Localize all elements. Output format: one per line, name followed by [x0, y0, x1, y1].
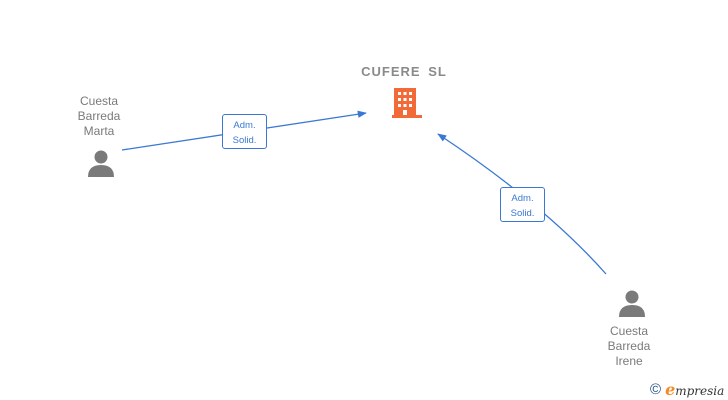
relation-label-line: Solid.: [510, 208, 535, 219]
relation-label-marta[interactable]: Adm. Solid.: [222, 114, 267, 149]
person-name-line: Barreda: [77, 109, 121, 123]
relation-label-line: Solid.: [232, 135, 257, 146]
person-name-irene[interactable]: Cuesta Barreda Irene: [584, 324, 674, 369]
relation-label-line: Adm.: [511, 193, 534, 204]
person-name-line: Marta: [83, 124, 115, 138]
person-icon[interactable]: [617, 288, 647, 323]
relation-label-line: Adm.: [233, 120, 256, 131]
building-icon[interactable]: [390, 86, 424, 125]
person-name-line: Cuesta: [609, 324, 649, 338]
person-name-line: Irene: [615, 354, 643, 368]
relation-label-irene[interactable]: Adm. Solid.: [500, 187, 545, 222]
person-name-line: Cuesta: [79, 94, 119, 108]
company-name[interactable]: CUFERE SL: [361, 64, 447, 79]
copyright-icon: ©: [650, 381, 662, 398]
brand-wordmark: empresia: [665, 380, 725, 399]
person-name-marta[interactable]: Cuesta Barreda Marta: [54, 94, 144, 139]
empresia-logo[interactable]: © empresia: [650, 380, 724, 399]
person-icon[interactable]: [86, 148, 116, 183]
person-name-line: Barreda: [607, 339, 651, 353]
